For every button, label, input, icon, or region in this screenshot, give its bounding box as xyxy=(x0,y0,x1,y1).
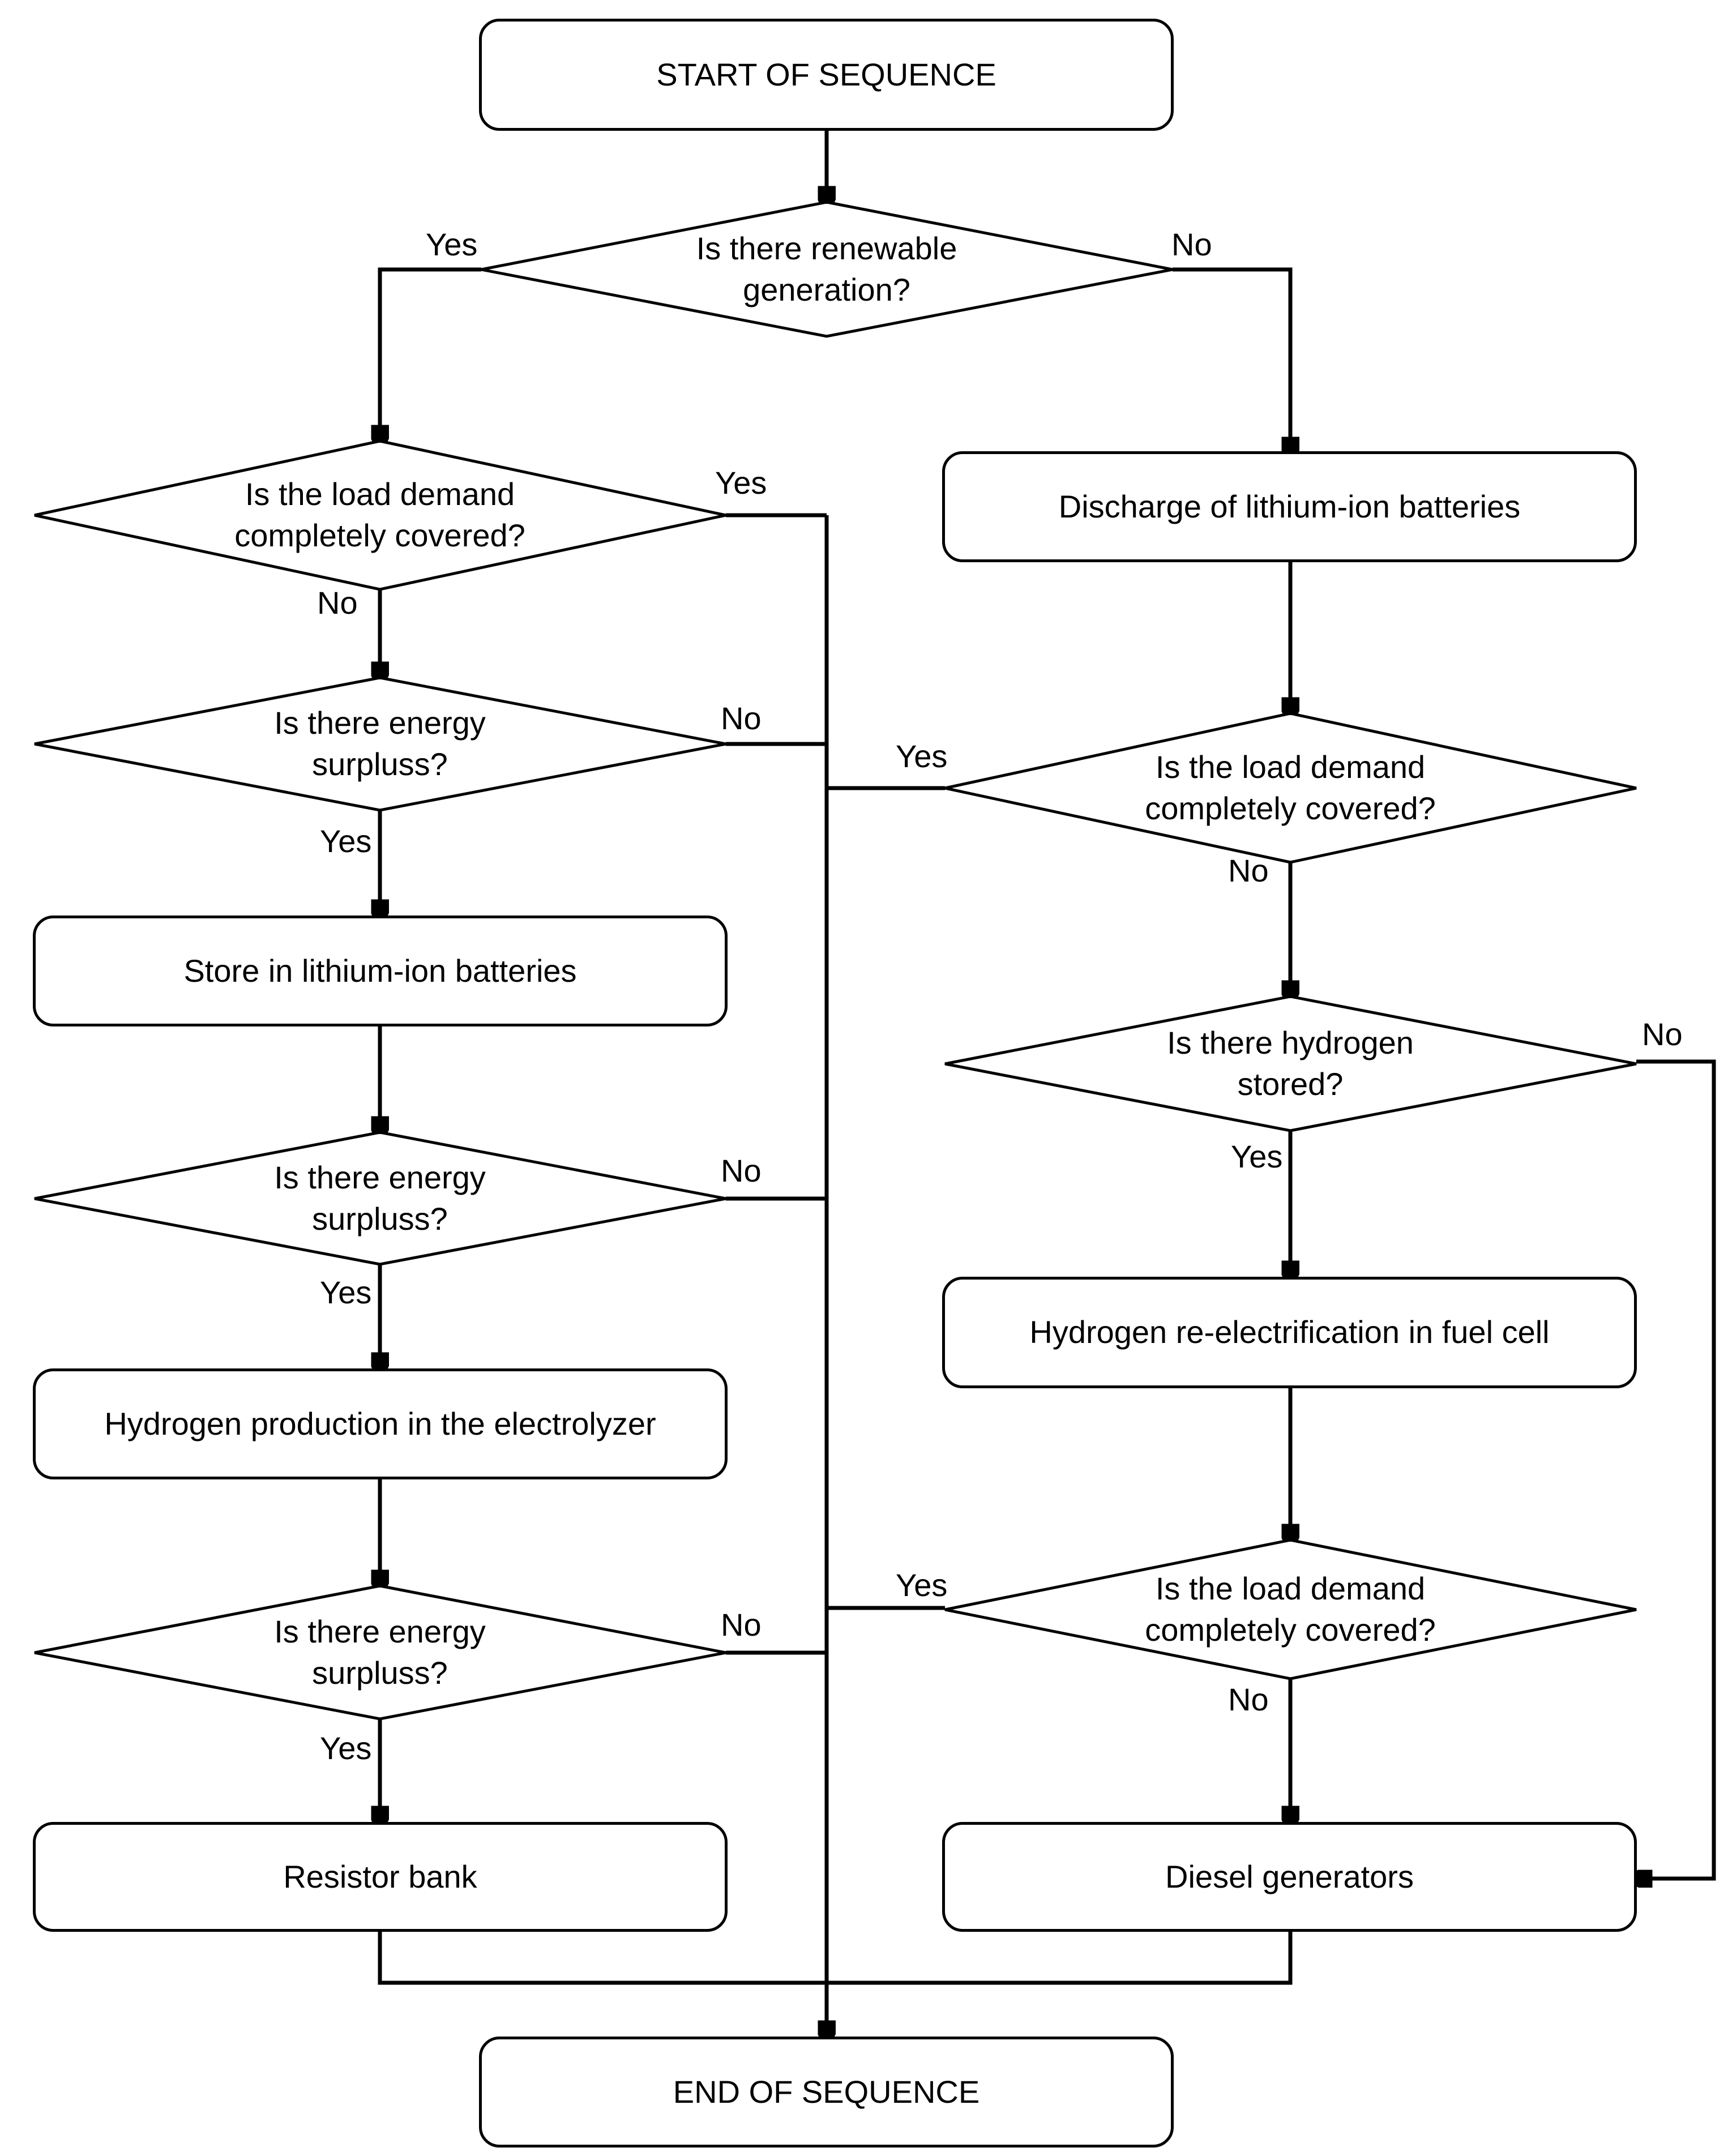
discharge-batteries-node: Discharge of lithium-ion batteries xyxy=(942,451,1637,562)
label-surplus-1-yes: Yes xyxy=(320,823,372,859)
decision-load-left-label: Is the load demand completely covered? xyxy=(234,476,525,553)
resistor-bank-label: Resistor bank xyxy=(283,1858,477,1894)
decision-surplus-2: Is there energy surpluss? xyxy=(182,1148,578,1250)
store-batteries-label: Store in lithium-ion batteries xyxy=(183,952,577,989)
hydrogen-reelectrification-label: Hydrogen re-electrification in fuel cell xyxy=(1029,1314,1550,1350)
diesel-generators-label: Diesel generators xyxy=(1165,1858,1414,1894)
label-surplus-2-no: No xyxy=(721,1153,762,1188)
decision-load-right-1: Is the load demand completely covered? xyxy=(1092,737,1489,839)
label-load-left-yes: Yes xyxy=(715,465,767,500)
diesel-generators-node: Diesel generators xyxy=(942,1822,1637,1932)
decision-load-right-2: Is the load demand completely covered? xyxy=(1092,1559,1489,1661)
hydrogen-production-node: Hydrogen production in the electrolyzer xyxy=(33,1368,728,1479)
hydrogen-reelectrification-node: Hydrogen re-electrification in fuel cell xyxy=(942,1277,1637,1388)
label-surplus-3-yes: Yes xyxy=(320,1730,372,1766)
label-load-right-2-yes: Yes xyxy=(896,1567,948,1603)
label-load-right-1-no: No xyxy=(1228,853,1269,888)
decision-load-left: Is the load demand completely covered? xyxy=(182,464,578,566)
decision-hydrogen-stored: Is there hydrogen stored? xyxy=(1092,1013,1489,1115)
start-node-label: START OF SEQUENCE xyxy=(656,56,996,92)
decision-load-right-2-label: Is the load demand completely covered? xyxy=(1145,1571,1436,1648)
decision-surplus-1: Is there energy surpluss? xyxy=(182,693,578,795)
decision-renewable-shape xyxy=(481,200,1173,338)
label-hydrogen-yes: Yes xyxy=(1231,1139,1283,1174)
decision-surplus-2-label: Is there energy surpluss? xyxy=(274,1160,486,1237)
decision-hydrogen-stored-label: Is there hydrogen stored? xyxy=(1167,1025,1414,1102)
start-node: START OF SEQUENCE xyxy=(479,19,1174,131)
connector-hydrogen-no xyxy=(1636,1059,1716,1879)
decision-load-right-1-label: Is the load demand completely covered? xyxy=(1145,749,1436,826)
decision-surplus-3-label: Is there energy surpluss? xyxy=(274,1614,486,1691)
label-surplus-3-no: No xyxy=(721,1607,762,1642)
connector-diesel-to-bus xyxy=(827,1932,1293,1985)
connector-resistor-to-bus xyxy=(378,1932,827,1985)
label-renewable-no: No xyxy=(1171,226,1212,262)
store-batteries-node: Store in lithium-ion batteries xyxy=(33,916,728,1026)
end-node: END OF SEQUENCE xyxy=(479,2037,1174,2148)
label-surplus-1-no: No xyxy=(721,700,762,736)
label-hydrogen-no: No xyxy=(1642,1016,1683,1052)
resistor-bank-node: Resistor bank xyxy=(33,1822,728,1932)
decision-surplus-1-label: Is there energy surpluss? xyxy=(274,705,486,782)
label-load-right-1-yes: Yes xyxy=(896,738,948,774)
label-surplus-2-yes: Yes xyxy=(320,1274,372,1310)
connector-renewable-no xyxy=(1173,267,1290,453)
hydrogen-production-label: Hydrogen production in the electrolyzer xyxy=(104,1405,656,1441)
label-load-left-no: No xyxy=(317,585,358,621)
label-load-right-2-no: No xyxy=(1228,1682,1269,1717)
label-renewable-yes: Yes xyxy=(426,226,478,262)
connector-renewable-yes xyxy=(380,267,481,441)
end-node-label: END OF SEQUENCE xyxy=(673,2073,980,2110)
decision-surplus-3: Is there energy surpluss? xyxy=(182,1602,578,1704)
decision-renewable: Is there renewable generation? xyxy=(628,219,1025,320)
decision-renewable-label: Is there renewable generation? xyxy=(696,230,957,307)
discharge-batteries-label: Discharge of lithium-ion batteries xyxy=(1058,488,1521,524)
